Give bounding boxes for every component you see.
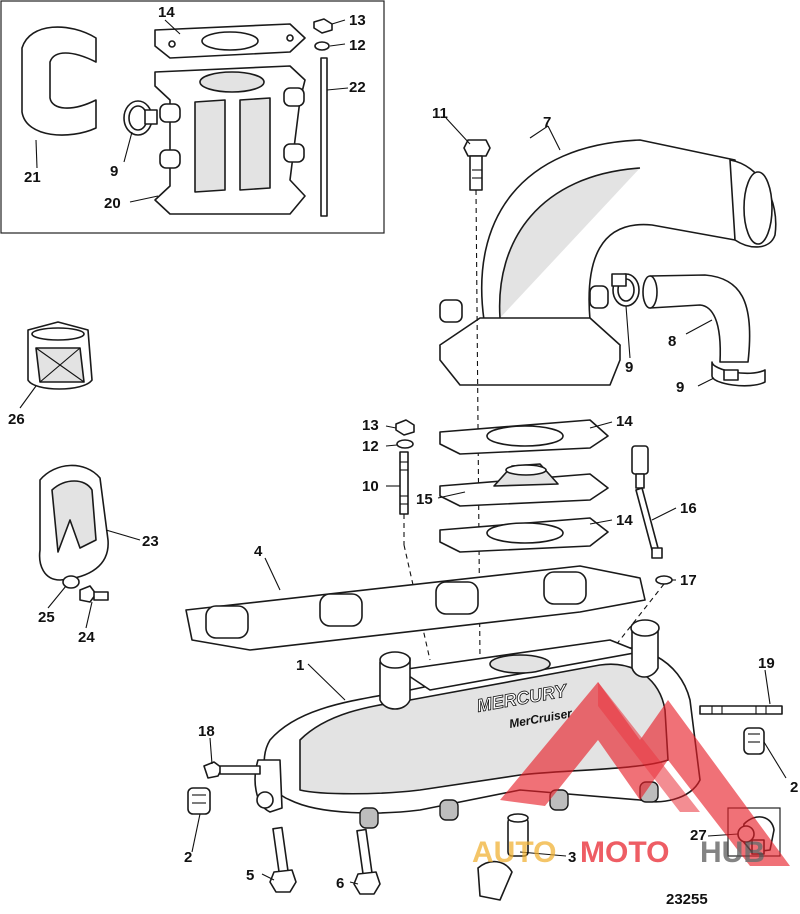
callout-6: 6 xyxy=(336,875,344,892)
callout-labels: 14 13 12 22 21 9 20 11 7 9 8 9 13 12 10 … xyxy=(8,4,798,908)
washer-25 xyxy=(62,575,80,589)
fitting-3 xyxy=(477,813,529,901)
callout-9: 9 xyxy=(110,163,118,180)
watermark-text-hub: HUB xyxy=(700,836,765,869)
callout-19: 19 xyxy=(758,655,775,672)
callout-2: 2 xyxy=(184,849,192,866)
nut-13-inset xyxy=(313,18,333,34)
diagram-id: 23255 xyxy=(666,891,708,908)
o-ring-17 xyxy=(655,575,673,585)
callout-12: 12 xyxy=(362,438,379,455)
bolt-24 xyxy=(79,585,109,603)
callout-11: 11 xyxy=(432,105,448,122)
hose-8 xyxy=(642,274,751,363)
callout-13: 13 xyxy=(362,417,379,434)
watermark: AUTO MOTO HUB xyxy=(472,682,790,869)
callout-25: 25 xyxy=(38,609,55,626)
gasket-14-lower xyxy=(439,517,609,553)
exhaust-elbow-7 xyxy=(439,125,777,386)
washer-12-inset xyxy=(314,41,330,51)
callout-15: 15 xyxy=(416,491,433,508)
callout-7: 7 xyxy=(543,114,551,131)
callout-9: 9 xyxy=(676,379,684,396)
callout-12: 12 xyxy=(349,37,366,54)
callout-20: 20 xyxy=(104,195,121,212)
callout-22: 22 xyxy=(349,79,366,96)
hose-21 xyxy=(21,26,97,136)
callout-26: 26 xyxy=(8,411,25,428)
callout-14: 14 xyxy=(616,413,633,430)
bolt-18 xyxy=(203,761,261,779)
hose-clamp-9-inset xyxy=(123,100,158,136)
callout-21: 21 xyxy=(24,169,41,186)
sensor-16 xyxy=(631,445,663,559)
stud-19 xyxy=(699,705,783,715)
callout-5: 5 xyxy=(246,867,254,884)
bolt-11 xyxy=(463,139,491,191)
stud-22 xyxy=(320,57,328,217)
gasket-14-inset xyxy=(154,23,306,59)
callout-16: 16 xyxy=(680,500,697,517)
spacer-15 xyxy=(439,463,609,507)
callout-8: 8 xyxy=(668,333,676,350)
watermark-text-moto: MOTO xyxy=(580,836,669,869)
plug-2-left xyxy=(187,787,211,815)
callout-23: 23 xyxy=(142,533,159,550)
bolt-5 xyxy=(269,826,297,893)
callout-3: 3 xyxy=(568,849,576,866)
washer-12 xyxy=(396,439,414,449)
callout-18: 18 xyxy=(198,723,215,740)
watermark-text-auto: AUTO xyxy=(472,836,556,869)
callout-14: 14 xyxy=(158,4,175,21)
flame-arrestor-26 xyxy=(27,321,93,390)
hose-clamp-9-lower xyxy=(711,361,766,387)
callout-14: 14 xyxy=(616,512,633,529)
stud-10 xyxy=(399,451,409,515)
callout-1: 1 xyxy=(296,657,304,674)
cover-23 xyxy=(38,464,109,581)
callout-9: 9 xyxy=(625,359,633,376)
leader-lines xyxy=(19,19,787,885)
gasket-14-upper xyxy=(439,419,609,455)
exhaust-manifold-1: MERCURY MerCruiser xyxy=(254,619,701,829)
nut-13 xyxy=(395,419,415,436)
callout-13: 13 xyxy=(349,12,366,29)
bolt-6 xyxy=(353,828,381,895)
callout-17: 17 xyxy=(680,572,697,589)
plug-2-right xyxy=(743,727,765,755)
callout-10: 10 xyxy=(362,478,379,495)
callout-4: 4 xyxy=(254,543,263,560)
riser-block-20 xyxy=(154,65,306,215)
callout-27: 27 xyxy=(690,827,707,844)
callout-2: 2 xyxy=(790,779,798,796)
manifold-gasket-4 xyxy=(185,565,646,651)
callout-24: 24 xyxy=(78,629,95,646)
inset-frame xyxy=(0,0,385,234)
hose-clamp-9-upper xyxy=(611,273,640,307)
